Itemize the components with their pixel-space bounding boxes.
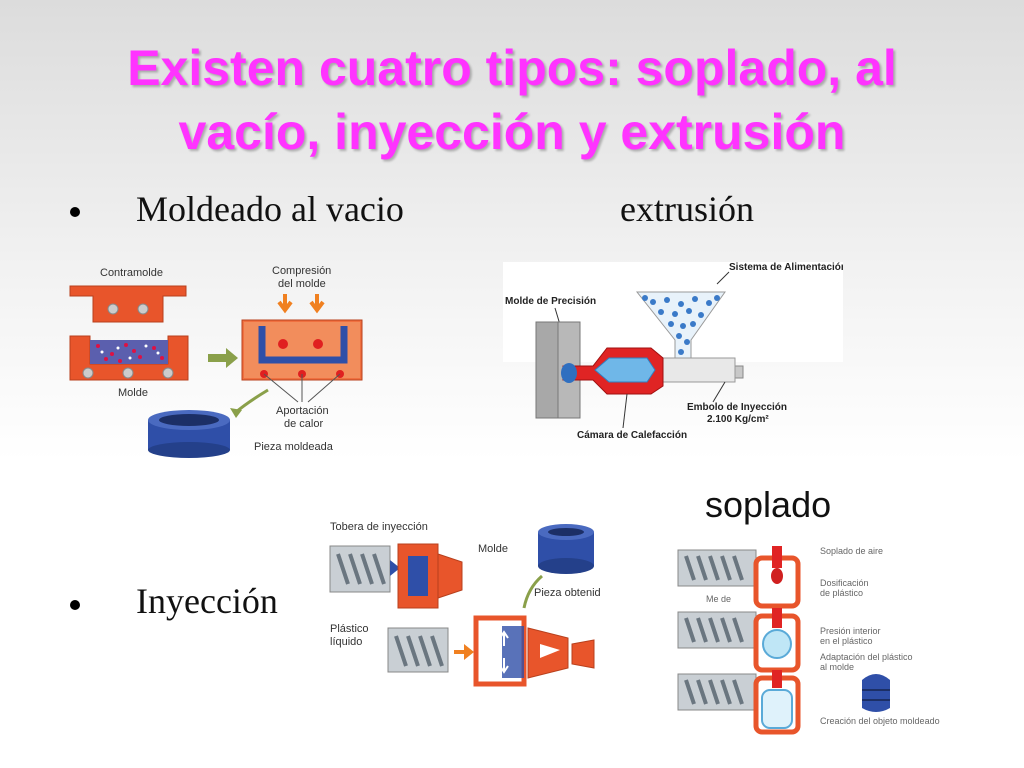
label-pieza-moldeada: Pieza moldeada [254, 441, 334, 453]
label-camara-calefaccion: Cámara de Calefacción [577, 430, 687, 441]
label-plastico-1: Plástico [330, 623, 369, 635]
label-inyeccion: Inyección [136, 581, 278, 621]
label-contramolde: Contramolde [100, 267, 163, 279]
label-plastico-2: líquido [330, 636, 362, 648]
label-dosificacion-2: de plástico [820, 588, 863, 598]
label-dosificacion-1: Dosificación [820, 578, 869, 588]
label-embolo-1: Embolo de Inyección [687, 402, 787, 413]
title-line-1: Existen cuatro tipos: soplado, al [127, 40, 897, 96]
bullet-inyeccion [70, 600, 80, 610]
label-molde: Molde [118, 387, 148, 399]
diagram-inyeccion: Tobera de inyección Molde Pieza obtenida… [328, 518, 600, 694]
diagram-soplado: Soplado de aire Dosificación de plástico… [676, 540, 956, 736]
label-sistema-alimentacion: Sistema de Alimentación [729, 262, 843, 273]
label-molde-precision: Molde de Precisión [505, 296, 596, 307]
label-presion-2: en el plástico [820, 636, 873, 646]
label-compresion-2: del molde [278, 278, 326, 290]
label-adaptacion-2: al molde [820, 662, 854, 672]
slide-title: Existen cuatro tipos: soplado, al vacío,… [0, 36, 1024, 164]
label-extrusion: extrusión [620, 189, 754, 229]
label-pieza-obtenida: Pieza obtenida [534, 587, 600, 599]
label-moldeado-vacio: Moldeado al vacio [136, 189, 404, 229]
title-line-2: vacío, inyección y extrusión [178, 104, 846, 160]
diagram-moldeado-vacio: Contramolde Molde Compresión del molde [68, 262, 366, 458]
label-molde-iny: Molde [478, 543, 508, 555]
label-soplado-aire: Soplado de aire [820, 546, 883, 556]
label-presion-1: Presión interior [820, 626, 881, 636]
label-tobera: Tobera de inyección [330, 521, 428, 533]
label-aportacion-1: Aportación [276, 405, 329, 417]
label-embolo-2: 2.100 Kg/cm² [707, 414, 769, 425]
bullet-vacio [70, 207, 80, 217]
label-compresion-1: Compresión [272, 265, 331, 277]
label-adaptacion-1: Adaptación del plástico [820, 652, 913, 662]
label-creacion: Creación del objeto moldeado [820, 716, 940, 726]
label-soplado: soplado [705, 484, 832, 525]
label-molde-soplado: Me de [706, 594, 731, 604]
label-aportacion-2: de calor [284, 418, 323, 430]
diagram-extrusion: Sistema de Alimentación Molde de Precisi… [503, 262, 843, 452]
